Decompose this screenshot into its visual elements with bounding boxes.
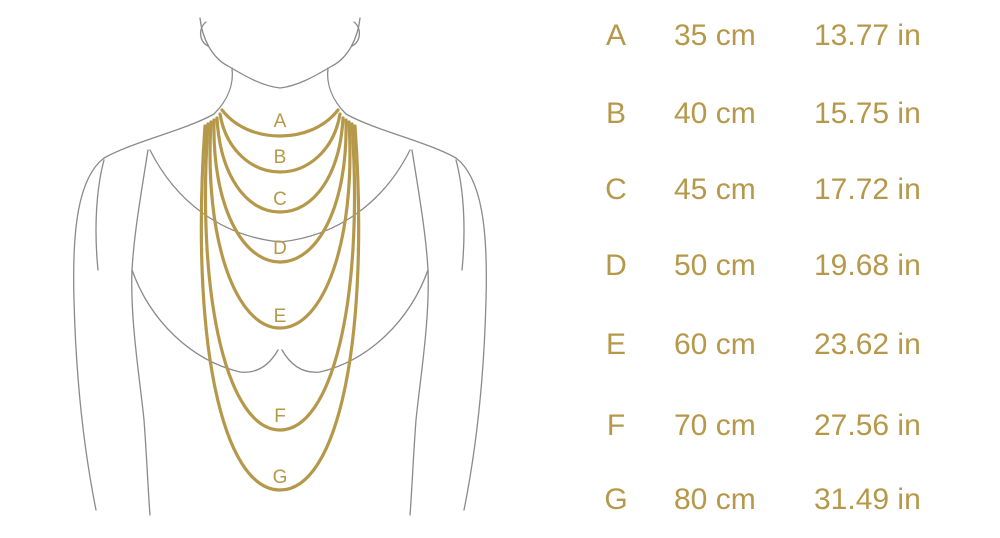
chain-g bbox=[199, 124, 361, 492]
size-cm: 80 cm bbox=[674, 483, 756, 516]
chain-d bbox=[212, 118, 348, 264]
chain-a bbox=[220, 108, 340, 138]
size-row-c: C 45 cm 17.72 in bbox=[590, 170, 970, 210]
size-row-g: G 80 cm 31.49 in bbox=[590, 480, 970, 520]
size-letter: B bbox=[605, 97, 626, 130]
size-cm: 40 cm bbox=[674, 97, 756, 130]
size-inches: 19.68 in bbox=[814, 249, 921, 282]
chain-label-g: G bbox=[273, 467, 288, 488]
chain-label-f: F bbox=[274, 406, 286, 427]
size-letter: E bbox=[605, 328, 626, 361]
torso-outline bbox=[73, 17, 487, 516]
size-cm: 50 cm bbox=[674, 249, 756, 282]
size-inches: 27.56 in bbox=[814, 409, 921, 442]
necklace-chains bbox=[199, 108, 361, 492]
chain-label-a: A bbox=[274, 111, 287, 132]
size-letter: F bbox=[606, 409, 626, 442]
size-cm: 45 cm bbox=[674, 173, 756, 206]
size-row-d: D 50 cm 19.68 in bbox=[590, 246, 970, 286]
size-inches: 13.77 in bbox=[814, 19, 921, 52]
chain-label-d: D bbox=[273, 238, 287, 259]
size-inches: 15.75 in bbox=[814, 97, 921, 130]
length-size-table: A 35 cm 13.77 in B 40 cm 15.75 in C 45 c… bbox=[590, 0, 970, 538]
chain-label-e: E bbox=[274, 306, 287, 327]
chain-f bbox=[203, 122, 357, 432]
size-cm: 70 cm bbox=[674, 409, 756, 442]
chain-c bbox=[215, 116, 345, 214]
size-inches: 31.49 in bbox=[814, 483, 921, 516]
size-cm: 35 cm bbox=[674, 19, 756, 52]
chain-label-c: C bbox=[273, 189, 287, 210]
size-letter: A bbox=[605, 19, 626, 52]
size-letter: D bbox=[605, 249, 627, 282]
chain-labels: A B C D E F G bbox=[273, 111, 288, 488]
size-inches: 23.62 in bbox=[814, 328, 921, 361]
size-inches: 17.72 in bbox=[814, 173, 921, 206]
chain-label-b: B bbox=[274, 147, 287, 168]
size-cm: 60 cm bbox=[674, 328, 756, 361]
size-row-b: B 40 cm 15.75 in bbox=[590, 94, 970, 134]
size-row-f: F 70 cm 27.56 in bbox=[590, 406, 970, 446]
size-letter: G bbox=[604, 483, 628, 516]
chain-b bbox=[218, 112, 342, 174]
size-row-e: E 60 cm 23.62 in bbox=[590, 325, 970, 365]
size-row-a: A 35 cm 13.77 in bbox=[590, 16, 970, 56]
size-letter: C bbox=[605, 173, 627, 206]
chain-e bbox=[208, 120, 352, 330]
